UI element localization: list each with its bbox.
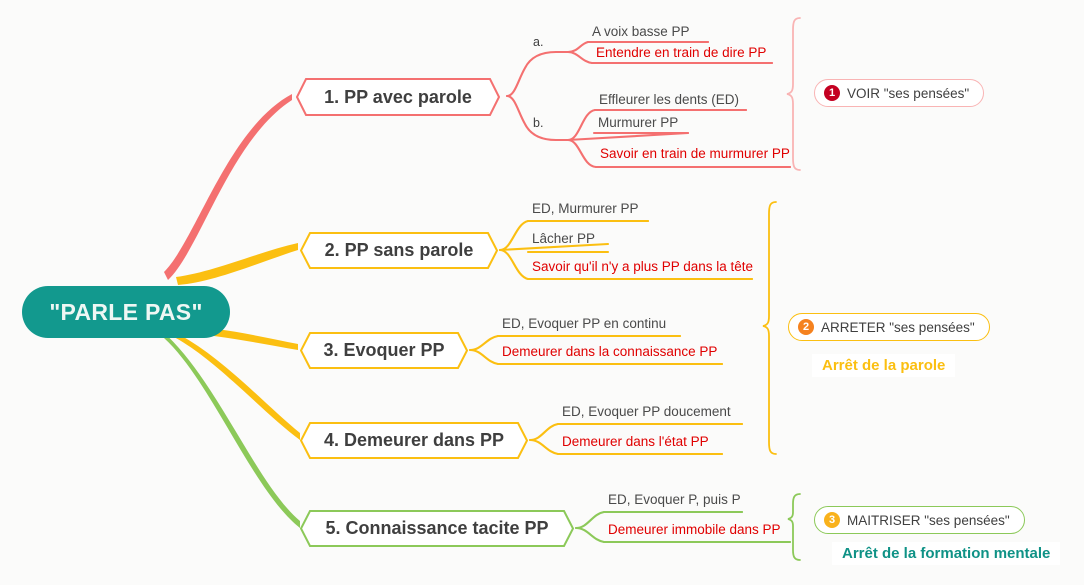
- leaf-node[interactable]: Savoir en train de murmurer PP: [600, 146, 790, 161]
- bracket-group-2: [762, 201, 777, 455]
- leaf-node[interactable]: Entendre en train de dire PP: [596, 45, 767, 60]
- branch-node-2-shape: [300, 232, 498, 269]
- leaf-node[interactable]: ED, Murmurer PP: [532, 201, 639, 216]
- branch-node-4-label: 4. Demeurer dans PP: [323, 430, 505, 450]
- branch-node-3[interactable]: 3. Evoquer PP: [300, 332, 468, 369]
- leaf-node[interactable]: ED, Evoquer P, puis P: [608, 492, 741, 507]
- branch-node-1-label: 1. PP avec parole: [324, 86, 472, 107]
- leaf-node[interactable]: Demeurer dans la connaissance PP: [502, 344, 718, 359]
- branch-node-2[interactable]: 2. PP sans parole: [300, 232, 498, 269]
- summary-arret-parole: Arrêt de la parole: [812, 354, 956, 377]
- branch-node-2-label: 2. PP sans parole: [324, 240, 474, 260]
- leaf-node[interactable]: Savoir qu'il n'y a plus PP dans la tête: [532, 259, 754, 274]
- callout-voir[interactable]: 1 VOIR "ses pensées": [814, 79, 985, 107]
- bracket-group-3: [787, 493, 801, 561]
- branch-node-5-label: 5. Connaissance tacite PP: [325, 518, 549, 538]
- callout-label-1: VOIR "ses pensées": [847, 85, 970, 101]
- callout-badge-3: 3: [824, 512, 840, 528]
- branch-node-1[interactable]: 1. PP avec parole: [296, 78, 500, 116]
- callout-arreter[interactable]: 2 ARRETER "ses pensées": [788, 313, 990, 341]
- branch-node-4[interactable]: 4. Demeurer dans PP: [300, 422, 528, 459]
- summary-arret-formation: Arrêt de la formation mentale: [832, 542, 1061, 565]
- callout-badge-1: 1: [824, 85, 840, 101]
- callout-label-2: ARRETER "ses pensées": [821, 319, 975, 335]
- branch-node-4-shape: [300, 422, 528, 459]
- leaf-node[interactable]: Murmurer PP: [598, 115, 679, 130]
- root-node-label: "PARLE PAS": [49, 298, 203, 325]
- callout-maitriser[interactable]: 3 MAITRISER "ses pensées": [814, 506, 1025, 534]
- leaf-node[interactable]: Demeurer immobile dans PP: [608, 522, 781, 537]
- leaf-node[interactable]: A voix basse PP: [592, 24, 690, 39]
- trunk-branch-1: [164, 94, 292, 280]
- leaf-node[interactable]: ED, Evoquer PP en continu: [502, 316, 667, 331]
- root-node[interactable]: "PARLE PAS": [22, 286, 230, 338]
- callout-badge-2: 2: [798, 319, 814, 335]
- leaf-node[interactable]: Effleurer les dents (ED): [599, 92, 740, 107]
- leaf-node[interactable]: Lâcher PP: [532, 231, 596, 246]
- branch-node-5-shape: [300, 510, 574, 547]
- branch-node-3-shape: [300, 332, 468, 369]
- trunk-branch-5: [162, 331, 300, 528]
- trunk-branch-4: [170, 330, 300, 440]
- branch-node-5[interactable]: 5. Connaissance tacite PP: [300, 510, 574, 547]
- callout-label-3: MAITRISER "ses pensées": [847, 512, 1010, 528]
- branch-node-3-label: 3. Evoquer PP: [323, 340, 445, 360]
- sublabel-a: a.: [533, 35, 544, 49]
- branch-node-1-shape: [296, 78, 500, 116]
- leaf-node[interactable]: ED, Evoquer PP doucement: [562, 404, 731, 419]
- sublabel-b: b.: [533, 116, 544, 130]
- trunk-branch-2: [176, 243, 298, 285]
- leaf-node[interactable]: Demeurer dans l'état PP: [562, 434, 709, 449]
